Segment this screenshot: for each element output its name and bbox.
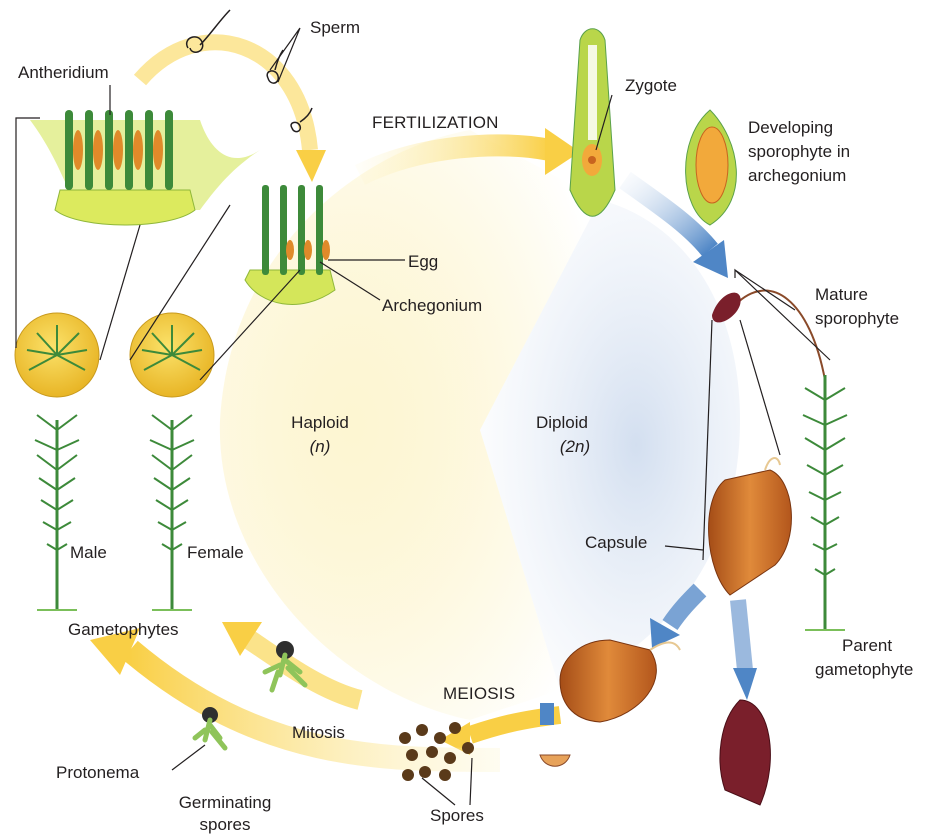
antheridium-label: Antheridium	[18, 63, 109, 83]
operculum	[540, 755, 570, 766]
developing-label-line1: Developing	[748, 118, 833, 138]
spores-label: Spores	[430, 806, 484, 826]
mature-sporophyte-label-line2: sporophyte	[815, 309, 899, 329]
mitosis-label: Mitosis	[292, 723, 345, 743]
diploid-2n-label: (2n)	[560, 437, 590, 457]
developing-sporophyte	[686, 110, 737, 225]
parent-gametophyte-label-line2: gametophyte	[815, 660, 913, 680]
zygote-label: Zygote	[625, 76, 677, 96]
sperm-label: Sperm	[310, 18, 360, 38]
female-label: Female	[187, 543, 244, 563]
male-label: Male	[70, 543, 107, 563]
antheridium-section	[30, 110, 260, 225]
male-gametophyte	[15, 313, 99, 610]
parent-gametophyte-label-line1: Parent	[842, 636, 892, 656]
capsule-open	[560, 640, 680, 722]
germinating-spores-label-line2: spores	[199, 815, 250, 835]
diploid-label: Diploid	[536, 413, 588, 433]
mature-sporophyte-label-line1: Mature	[815, 285, 868, 305]
zygote-archegonium	[570, 29, 615, 217]
fertilization-label: FERTILIZATION	[372, 113, 499, 133]
haploid-n-label: (n)	[310, 437, 331, 457]
archegonium-section	[245, 185, 335, 304]
haploid-label: Haploid	[291, 413, 349, 433]
developing-label-line3: archegonium	[748, 166, 846, 186]
protonema-label: Protonema	[56, 763, 139, 783]
germinating-spores-label-line1: Germinating	[179, 793, 272, 813]
female-gametophyte	[130, 313, 214, 610]
meiosis-label: MEIOSIS	[443, 684, 515, 704]
archegonium-label: Archegonium	[382, 296, 482, 316]
calyptra	[720, 700, 770, 805]
developing-label-line2: sporophyte in	[748, 142, 850, 162]
egg-label: Egg	[408, 252, 438, 272]
capsule-label: Capsule	[585, 533, 647, 553]
gametophytes-label: Gametophytes	[68, 620, 179, 640]
capsule-drop-arrow	[733, 600, 757, 700]
sperm-cells	[187, 10, 312, 132]
